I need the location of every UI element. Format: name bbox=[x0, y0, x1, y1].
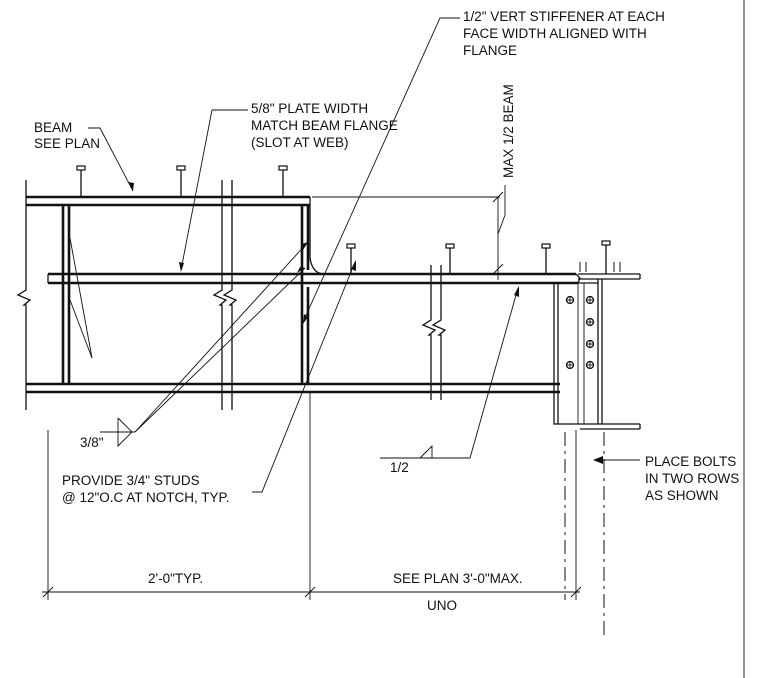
bolts-label-1: PLACE BOLTS bbox=[645, 454, 736, 469]
plate-label-1: 5/8" PLATE WIDTH bbox=[251, 101, 368, 116]
bolts-label-3: AS SHOWN bbox=[645, 488, 719, 503]
shear-studs bbox=[76, 165, 611, 274]
supporting-girder bbox=[564, 262, 641, 635]
weld-symbols bbox=[100, 417, 433, 459]
break-lines bbox=[16, 180, 447, 410]
bolts-label-2: IN TWO ROWS bbox=[645, 471, 739, 486]
plate-label-2: MATCH BEAM FLANGE bbox=[251, 118, 398, 133]
stiffener-label-1: 1/2" VERT STIFFENER AT EACH bbox=[463, 9, 665, 24]
stiffener-label-3: FLANGE bbox=[463, 43, 517, 58]
stiffener-label-2: FACE WIDTH ALIGNED WITH bbox=[463, 26, 647, 41]
beam-label-2: SEE PLAN bbox=[34, 136, 100, 151]
dim-right-label: SEE PLAN 3'-0"MAX. bbox=[393, 571, 523, 586]
beam-label-1: BEAM bbox=[34, 120, 72, 135]
max-half-beam-label: MAX 1/2 BEAM bbox=[501, 84, 516, 178]
shear-tab bbox=[553, 282, 598, 425]
plate-label-3: (SLOT AT WEB) bbox=[251, 135, 349, 150]
weld-1-2-label: 1/2 bbox=[390, 460, 409, 475]
plate bbox=[47, 272, 581, 285]
leaders bbox=[69, 17, 640, 493]
weld-3-8-label: 3/8" bbox=[80, 435, 104, 450]
dim-uno-label: UNO bbox=[427, 598, 457, 613]
studs-label-2: @ 12"O.C AT NOTCH, TYP. bbox=[62, 490, 230, 505]
studs-label-1: PROVIDE 3/4" STUDS bbox=[62, 473, 200, 488]
main-beam bbox=[26, 195, 560, 394]
dim-left-label: 2'-0"TYP. bbox=[148, 571, 203, 586]
dimension-lines bbox=[42, 392, 582, 600]
